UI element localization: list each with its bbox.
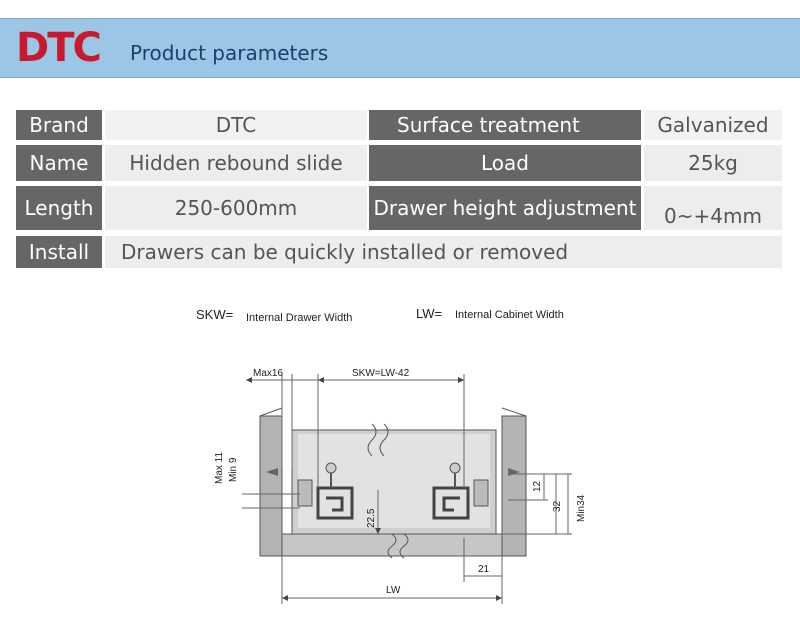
lw-desc: Internal Cabinet Width [455,309,564,321]
surface-label: Surface treatment [369,110,641,140]
install-value: Drawers can be quickly installed or remo… [105,236,782,268]
dim-skw-formula: SKW=LW-42 [352,368,410,379]
dim-min9: Min 9 [228,457,239,482]
lw-abbr: LW= [416,306,442,321]
skw-abbr: SKW= [196,307,233,322]
skw-desc: Internal Drawer Width [246,312,352,324]
cabinet-left-side [259,415,283,557]
dim-12: 12 [532,480,543,492]
dim-min34: Min34 [576,494,587,522]
dim-21: 21 [478,564,490,575]
installation-diagram: SKW= Internal Drawer Width LW= Internal … [196,306,587,604]
dim-22-5: 22.5 [366,508,377,528]
brand-value: DTC [105,110,367,140]
cabinet-right-side [501,415,527,557]
install-label: Install [16,236,102,268]
dim-max11: Max 11 [214,452,225,484]
left-slide-profile [297,462,354,520]
header-banner: DTC Product parameters [0,18,800,78]
drawer-bottom [281,533,503,557]
right-slide-profile [432,462,489,520]
brand-label: Brand [16,110,102,140]
length-value: 250-600mm [105,186,367,230]
dim-lw: LW [386,585,401,596]
name-label: Name [16,145,102,181]
height-label: Drawer height adjustment [369,186,641,230]
load-label: Load [369,145,641,181]
surface-value: Galvanized [644,110,782,140]
brand-logo: DTC [16,25,102,71]
name-value: Hidden rebound slide [105,145,367,181]
height-value: 0~+4mm [644,186,782,230]
dim-32: 32 [552,500,563,512]
length-label: Length [16,186,102,230]
dim-max16: Max16 [253,368,283,379]
load-value: 25kg [644,145,782,181]
page-title: Product parameters [130,41,329,65]
